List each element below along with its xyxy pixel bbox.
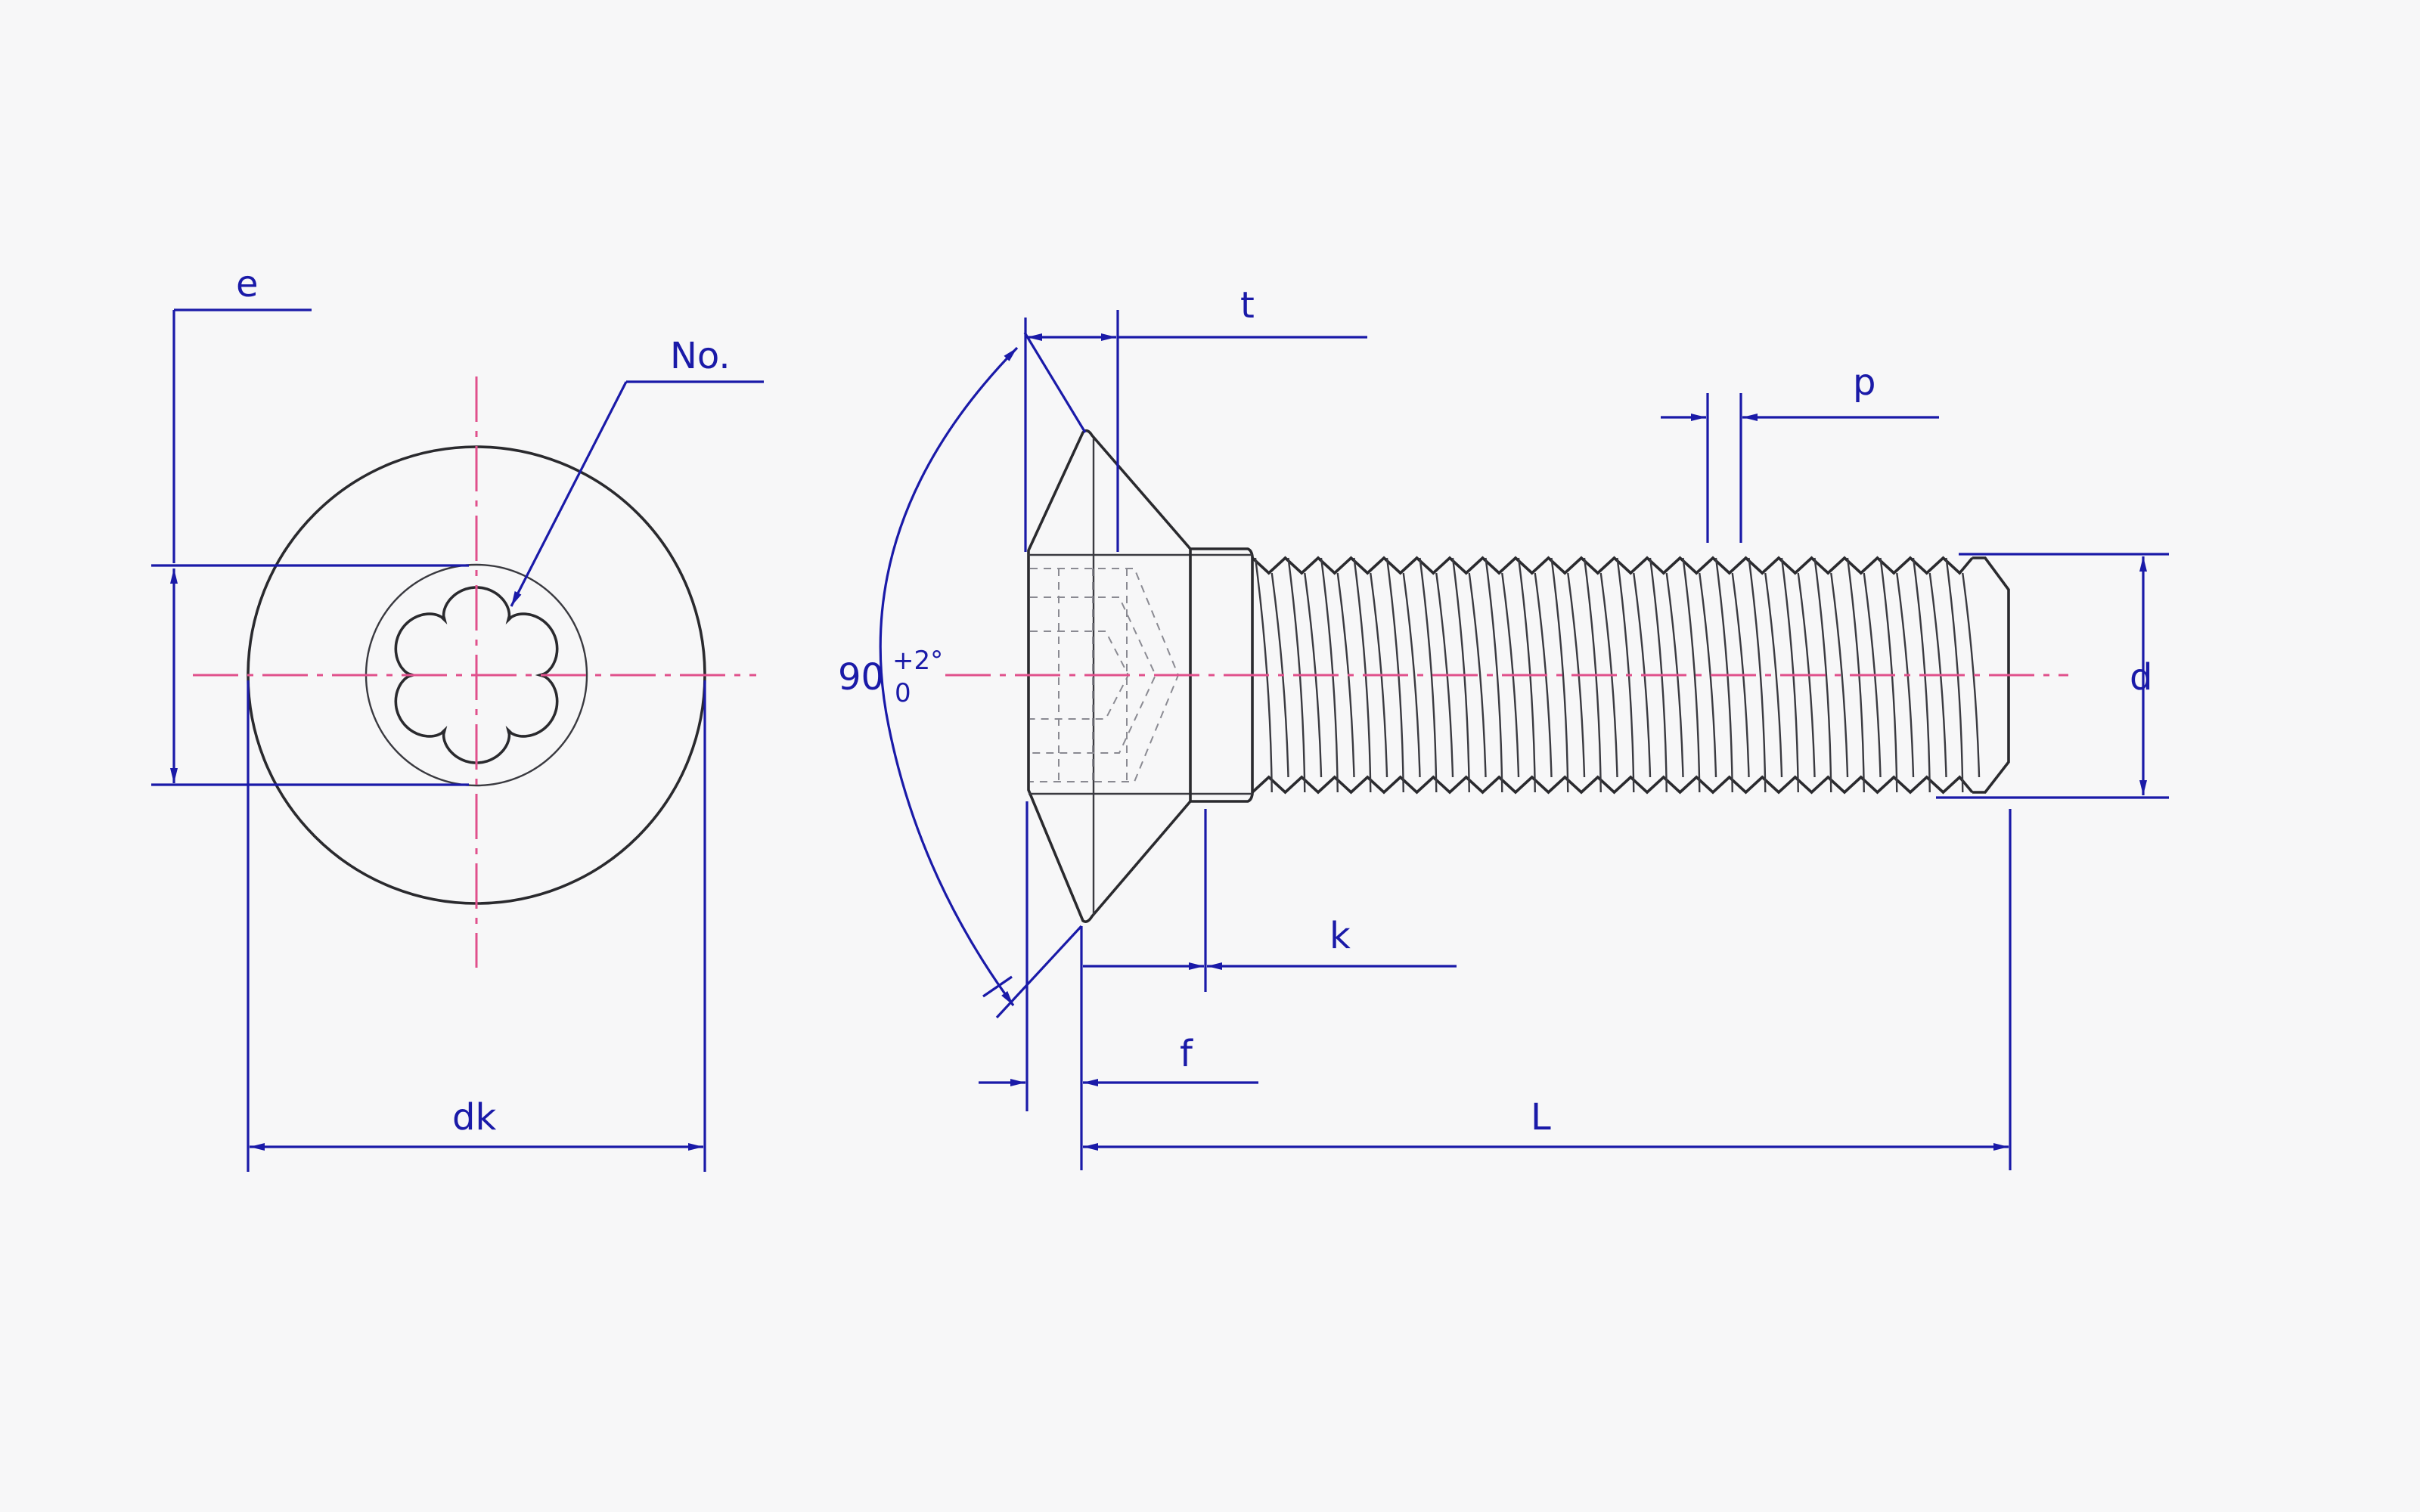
label-angle-tol-lower: 0 — [895, 678, 911, 708]
label-e: e — [236, 263, 259, 305]
thread-crest-line — [1813, 557, 1849, 793]
label-f: f — [1180, 1033, 1193, 1075]
label-L: L — [1531, 1096, 1551, 1139]
thread-body-outline — [1251, 556, 1974, 795]
label-angle: 90 — [838, 656, 884, 699]
label-dk: dk — [452, 1096, 496, 1139]
dimension-e: e — [151, 263, 469, 786]
dimension-t: t — [1024, 284, 1367, 552]
dimension-L: L — [1083, 809, 2012, 1170]
dimension-p: p — [1661, 361, 1939, 543]
label-t: t — [1240, 284, 1255, 327]
label-p: p — [1853, 361, 1876, 404]
label-no: No. — [670, 335, 731, 377]
dimension-d: d — [1936, 553, 2169, 799]
label-k: k — [1329, 915, 1351, 957]
leader-no: No. — [510, 335, 764, 607]
dimension-f: f — [979, 801, 1258, 1170]
label-angle-tol-upper: +2° — [892, 646, 943, 676]
dimension-dk: dk — [247, 680, 706, 1172]
head-top-view — [193, 376, 756, 968]
thread-crest-line — [1682, 557, 1717, 793]
dimension-angle: 90 +2° 0 — [838, 332, 1087, 1019]
screw-side-view — [945, 429, 2068, 923]
label-d: d — [2130, 656, 2152, 699]
dimension-k: k — [1083, 809, 1457, 992]
thread-crest-line — [1748, 557, 1783, 793]
